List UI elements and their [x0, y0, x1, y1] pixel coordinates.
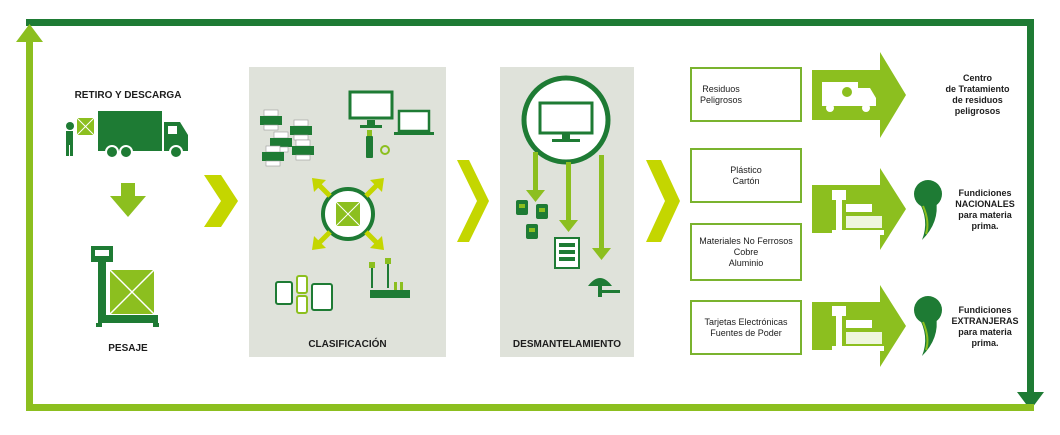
- dismantling-monitor-icon: [521, 75, 611, 165]
- destination-line: Fundiciones: [958, 188, 1012, 198]
- destination-line: de Tratamiento: [945, 84, 1010, 94]
- material-box-electronics: Tarjetas Electrónicas Fuentes de Poder: [690, 300, 802, 355]
- material-box-nonferrous: Materiales No Ferrosos Cobre Aluminio: [690, 223, 802, 281]
- material-line: Cartón: [732, 175, 760, 186]
- tablet-icon: [275, 275, 333, 314]
- destination-line: EXTRANJERAS: [951, 316, 1019, 326]
- material-line: Peligrosos: [700, 94, 743, 105]
- hazardous-arrow: [812, 52, 906, 138]
- step-retiro-label: RETIRO Y DESCARGA: [74, 90, 182, 101]
- destination-line: prima.: [971, 338, 999, 348]
- step-desmantelamiento-label: DESMANTELAMIENTO: [512, 339, 622, 350]
- destination-line: de residuos: [952, 95, 1003, 105]
- material-line: Fuentes de Poder: [710, 327, 782, 338]
- circuit-board-icon: [554, 237, 580, 269]
- scale-icon: [91, 246, 159, 327]
- destination-line: Fundiciones: [958, 305, 1012, 315]
- destination-line: para materia: [958, 327, 1012, 337]
- worker-box-icon: [66, 117, 95, 156]
- sorting-box-icon: [312, 178, 384, 250]
- printer-icon: [260, 109, 314, 167]
- industrial-scale-icon: [832, 190, 884, 351]
- material-line: Aluminio: [728, 257, 764, 268]
- material-line: Cobre: [733, 246, 759, 257]
- destination-line: NACIONALES: [955, 199, 1015, 209]
- process-loop-frame: [16, 19, 1044, 411]
- material-line: Tarjetas Electrónicas: [704, 316, 788, 327]
- monitor-icon: [348, 90, 394, 128]
- stage-arrows: [204, 160, 680, 242]
- destination-line: Centro: [963, 73, 992, 83]
- destination-national: Fundiciones NACIONALES para materia prim…: [945, 188, 1025, 232]
- router-icon: [369, 258, 410, 298]
- down-arrow: [110, 183, 146, 217]
- destination-line: peligrosos: [954, 106, 1001, 116]
- chip-icon: [516, 200, 548, 239]
- material-box-hazardous: Residuos Peligrosos: [690, 67, 802, 122]
- destination-foreign: Fundiciones EXTRANJERAS para materia pri…: [945, 305, 1025, 349]
- laptop-icon: [394, 109, 434, 135]
- dismantling-arrows: [526, 152, 611, 260]
- funnel-icon: [588, 278, 620, 297]
- molten-metal-icon: [914, 180, 942, 356]
- material-line: Plástico: [730, 164, 762, 175]
- destination-line: para materia: [958, 210, 1012, 220]
- destination-line: prima.: [971, 221, 999, 231]
- material-box-plastic: Plástico Cartón: [690, 148, 802, 203]
- step-clasificacion-label: CLASIFICACIÓN: [308, 339, 387, 350]
- material-line: Residuos: [702, 83, 740, 94]
- material-line: Materiales No Ferrosos: [699, 235, 793, 246]
- destination-hazardous: Centro de Tratamiento de residuos peligr…: [930, 73, 1025, 117]
- usb-icon: [366, 130, 390, 158]
- step-pesaje-label: PESAJE: [108, 343, 148, 354]
- truck-icon: [98, 111, 188, 159]
